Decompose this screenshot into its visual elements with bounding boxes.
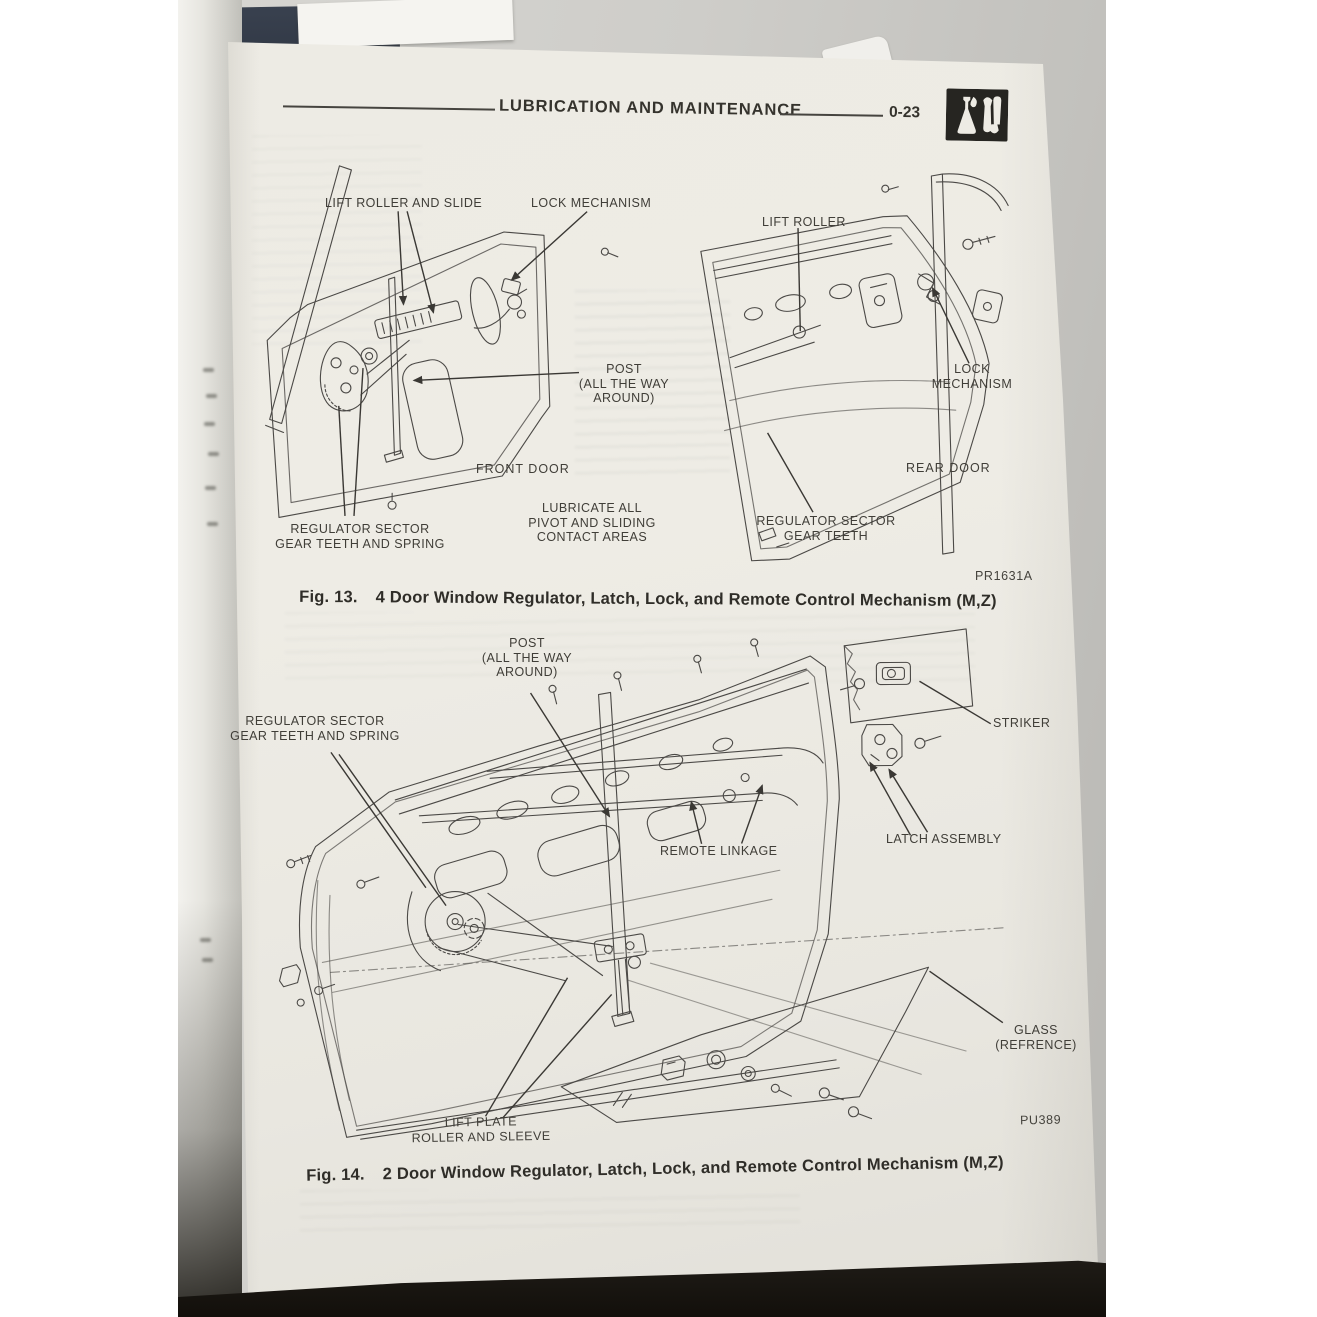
fig13-leader-lines	[338, 211, 970, 517]
label-lift-roller-and-slide: LIFT ROLLER AND SLIDE	[325, 196, 483, 210]
label-regulator-sector-fig14: REGULATOR SECTOR GEAR TEETH AND SPRING	[230, 714, 400, 743]
page-edge-smudge	[205, 486, 216, 490]
label-lock-mechanism-front: LOCK MECHANISM	[531, 196, 652, 210]
page-edge-smudge	[208, 452, 219, 456]
fig13-reference-code: PR1631A	[975, 569, 1033, 583]
label-lubricate-note: LUBRICATE ALL PIVOT AND SLIDING CONTACT …	[528, 501, 656, 544]
label-regulator-sector-front: REGULATOR SECTOR GEAR TEETH AND SPRING	[275, 522, 445, 551]
paper-scrap	[297, 0, 514, 49]
label-striker: STRIKER	[993, 716, 1051, 730]
label-lift-plate: LIFT PLATE ROLLER AND SLEEVE	[411, 1114, 551, 1145]
label-rear-door: REAR DOOR	[906, 461, 991, 475]
label-lift-roller: LIFT ROLLER	[762, 215, 846, 229]
label-post: POST (ALL THE WAY AROUND)	[578, 362, 670, 405]
label-lock-mechanism-rear: LOCK MECHANISM	[931, 362, 1013, 391]
page-edge-smudge	[206, 394, 217, 398]
oil-can-and-wrench-icon	[945, 88, 1009, 142]
label-post-fig14: POST (ALL THE WAY AROUND)	[481, 636, 573, 679]
front-door-drawing	[265, 165, 996, 518]
label-regulator-sector-rear: REGULATOR SECTOR GEAR TEETH	[756, 514, 896, 543]
fig14-diagram	[279, 628, 1006, 1140]
fig13-diagram	[265, 165, 1009, 562]
page-edge-smudge	[203, 368, 214, 372]
spine-shadow	[178, 900, 242, 1317]
label-front-door: FRONT DOOR	[476, 462, 570, 476]
two-door-panel-drawing	[279, 628, 1006, 1140]
manual-page	[228, 42, 1098, 1295]
label-latch-assembly: LATCH ASSEMBLY	[886, 832, 1002, 846]
page-edge-smudge	[202, 958, 213, 962]
fig14-leader-lines	[330, 680, 1004, 1119]
label-glass-reference: GLASS (REFRENCE)	[995, 1023, 1077, 1052]
rear-door-drawing	[700, 173, 1009, 562]
page-edge-smudge	[200, 938, 211, 942]
page-number: 0-23	[888, 103, 921, 122]
page-edge-smudge	[207, 522, 218, 526]
label-remote-linkage: REMOTE LINKAGE	[660, 844, 778, 858]
page-edge-smudge	[204, 422, 215, 426]
fig14-reference-code: PU389	[1019, 1112, 1062, 1128]
